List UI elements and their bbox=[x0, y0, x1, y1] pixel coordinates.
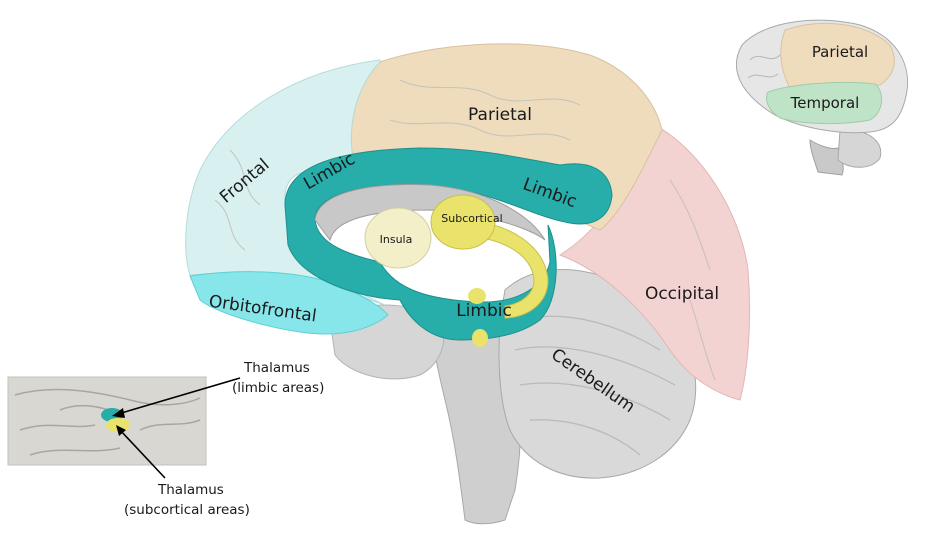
thalamus-subcortical-line2: (subcortical areas) bbox=[124, 502, 250, 518]
subcortical-region bbox=[430, 194, 496, 250]
inset-temporal bbox=[766, 81, 883, 125]
arrowhead-thalamus-limbic bbox=[112, 408, 125, 418]
inset-label-parietal: Parietal bbox=[812, 43, 868, 61]
arrowhead-thalamus-subcortical bbox=[116, 425, 126, 436]
label-insula: Insula bbox=[380, 233, 413, 246]
inset-gyri-texture bbox=[747, 54, 781, 79]
label-occipital: Occipital bbox=[645, 284, 719, 304]
inset-label-temporal: Temporal bbox=[790, 94, 860, 112]
main-brain: Parietal Frontal Limbic Limbic Limbic Su… bbox=[185, 43, 751, 525]
thalamus-limbic-line2: (limbic areas) bbox=[232, 380, 324, 396]
inset-cerebellum bbox=[837, 129, 882, 168]
subcortical-curve bbox=[469, 219, 549, 319]
gyri-texture bbox=[214, 79, 716, 381]
thalamus-subcortical-line1: Thalamus bbox=[157, 482, 224, 498]
inset-brainstem bbox=[809, 139, 844, 176]
insula-region bbox=[364, 207, 432, 269]
label-limbic-lower: Limbic bbox=[456, 301, 512, 321]
thalamus-subcortical-spot bbox=[106, 418, 130, 432]
occipital-region bbox=[558, 124, 751, 401]
label-parietal: Parietal bbox=[468, 105, 532, 125]
subcortical-small-1 bbox=[468, 288, 486, 304]
thalamus-limbic-line1: Thalamus bbox=[243, 360, 310, 376]
lateral-brain-inset: Parietal Temporal bbox=[736, 19, 909, 176]
arrow-thalamus-subcortical bbox=[119, 429, 166, 479]
thalamus-inset: Thalamus (limbic areas) Thalamus (subcor… bbox=[7, 360, 324, 518]
subcortical-small-2 bbox=[472, 329, 488, 347]
inset-parietal bbox=[780, 22, 895, 89]
arrow-thalamus-limbic bbox=[117, 377, 241, 415]
cerebellum-folia bbox=[514, 315, 676, 456]
label-subcortical: Subcortical bbox=[441, 212, 502, 225]
